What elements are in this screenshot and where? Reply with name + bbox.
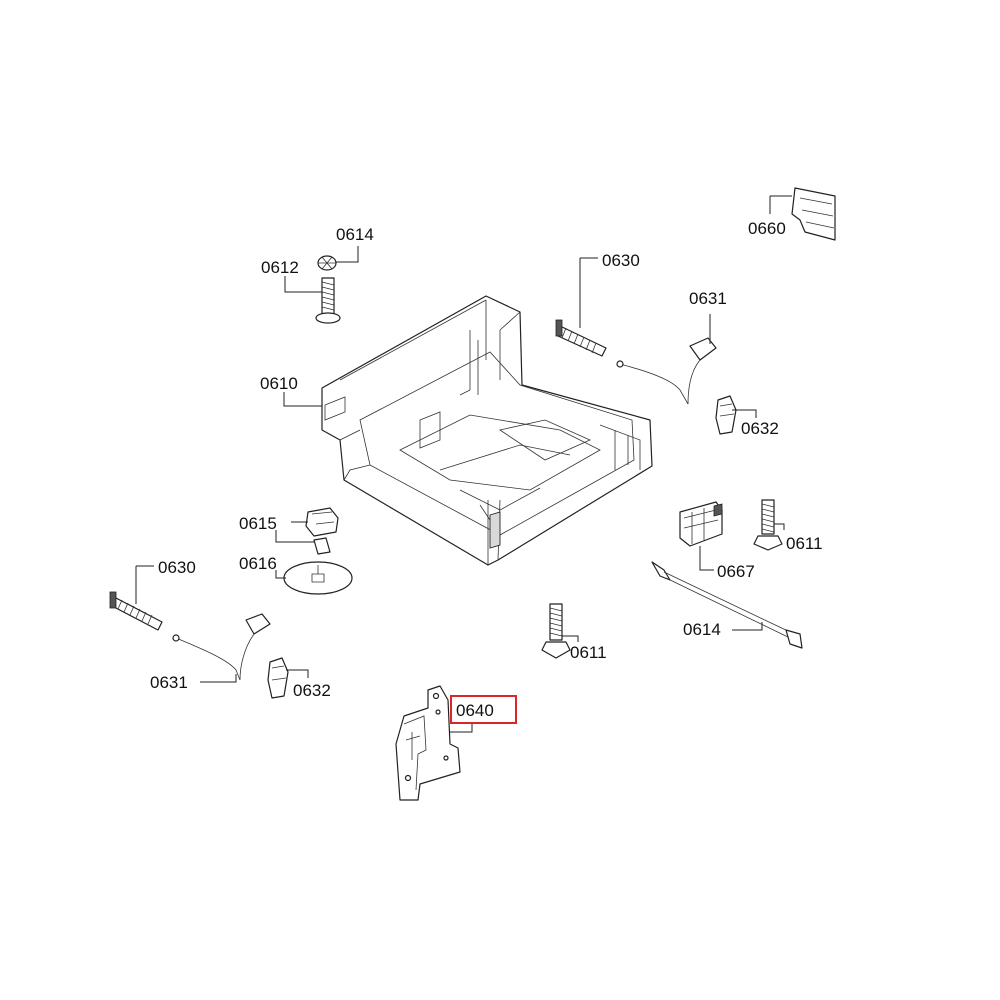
part-0631-cable-top-drawing xyxy=(616,314,717,405)
part-0612-bolt-drawing xyxy=(284,276,341,324)
part-0616-disc-drawing xyxy=(275,561,353,595)
part-0611-foot-center-drawing xyxy=(541,603,579,659)
label-0632-left: 0632 xyxy=(293,681,331,700)
part-0610-base-frame-drawing xyxy=(283,295,653,566)
label-0640: 0640 xyxy=(456,701,494,720)
label-0611-center: 0611 xyxy=(570,643,607,662)
part-0611-foot-right-drawing xyxy=(753,499,785,551)
label-0660: 0660 xyxy=(748,219,786,238)
part-0630-spring-left-drawing xyxy=(109,565,163,631)
part-0632-clip-left-drawing xyxy=(267,657,309,699)
part-0631-cable-left-drawing xyxy=(172,613,271,683)
label-0612: 0612 xyxy=(261,258,299,277)
label-0614-rod: 0614 xyxy=(683,620,721,639)
part-0632-clip-top-drawing xyxy=(715,395,757,435)
label-0630-top: 0630 xyxy=(602,251,640,270)
label-0615: 0615 xyxy=(239,514,277,533)
part-0614-rod-drawing xyxy=(651,561,803,649)
label-0667: 0667 xyxy=(717,562,755,581)
part-0614-nut-drawing xyxy=(317,246,359,271)
part-0640-plate-drawing xyxy=(395,685,473,801)
label-0614-top: 0614 xyxy=(336,225,374,244)
label-0631-left: 0631 xyxy=(150,673,188,692)
label-0630-left: 0630 xyxy=(158,558,196,577)
label-0616: 0616 xyxy=(239,554,277,573)
part-0630-spring-top-drawing xyxy=(555,257,607,357)
part-0667-bracket-drawing xyxy=(679,501,723,571)
part-0615-switch-drawing xyxy=(275,507,339,555)
label-0610: 0610 xyxy=(260,374,298,393)
highlight-box-0640 xyxy=(450,695,517,724)
label-0632-top: 0632 xyxy=(741,419,779,438)
label-0631-top: 0631 xyxy=(689,289,727,308)
part-0660-drawing xyxy=(769,187,836,241)
label-0611-right: 0611 xyxy=(786,534,823,553)
